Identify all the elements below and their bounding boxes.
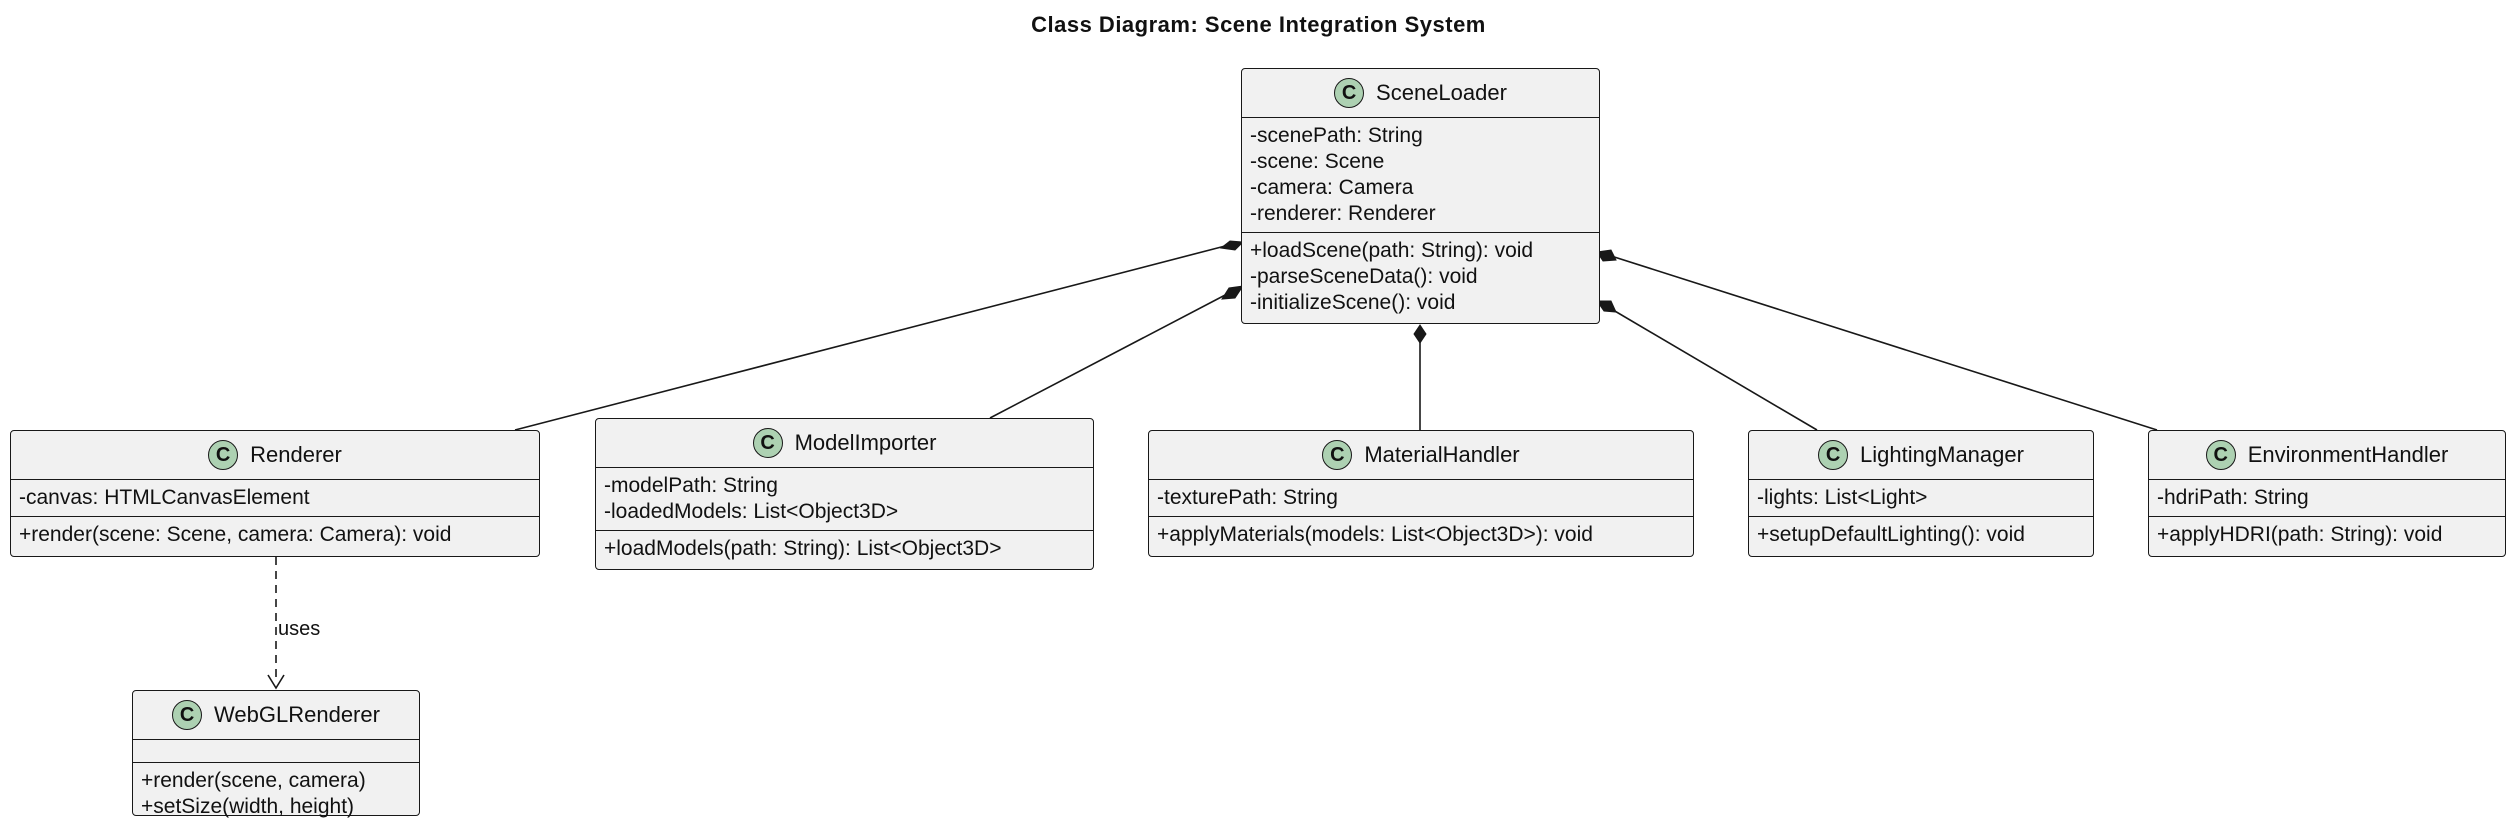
method: +applyHDRI(path: String): void	[2157, 523, 2443, 546]
class-name: SceneLoader	[1376, 80, 1507, 105]
relation-sceneloader-lightingmanager	[1607, 306, 1818, 431]
method: -initializeScene(): void	[1250, 291, 1456, 314]
field: -hdriPath: String	[2157, 486, 2309, 509]
class-header: C SceneLoader	[1242, 69, 1599, 118]
class-header: C MaterialHandler	[1149, 431, 1693, 480]
class-header: C ModelImporter	[596, 419, 1093, 468]
composition-diamond-materialhandler	[1413, 324, 1427, 344]
methods-section: +loadModels(path: String): List<Object3D…	[596, 531, 1093, 567]
fields-section: -hdriPath: String	[2149, 480, 2505, 517]
class-lightingmanager[interactable]: C LightingManager -lights: List<Light> +…	[1748, 430, 2094, 557]
composition-diamond-lightingmanager	[1596, 300, 1617, 313]
class-c-icon: C	[752, 428, 783, 458]
methods-section: +render(scene: Scene, camera: Camera): v…	[11, 517, 539, 553]
class-c-icon: C	[2205, 440, 2236, 470]
field: -camera: Camera	[1250, 176, 1414, 199]
method: -parseSceneData(): void	[1250, 265, 1478, 288]
class-header: C WebGLRenderer	[133, 691, 419, 740]
composition-diamond-modelimporter	[1221, 285, 1245, 300]
class-name: EnvironmentHandler	[2247, 442, 2449, 467]
diagram-title: Class Diagram: Scene Integration System	[1031, 12, 1486, 37]
class-materialhandler[interactable]: C MaterialHandler -texturePath: String +…	[1148, 430, 1694, 557]
method: +setSize(width, height)	[141, 795, 355, 818]
class-c-icon: C	[1818, 440, 1849, 470]
class-c-icon: C	[1334, 78, 1365, 108]
class-c-icon: C	[172, 700, 203, 730]
field: -texturePath: String	[1157, 486, 1338, 509]
field: -loadedModels: List<Object3D>	[604, 500, 899, 523]
field: -renderer: Renderer	[1250, 202, 1436, 225]
fields-section: -canvas: HTMLCanvasElement	[11, 480, 539, 517]
fields-section: -scenePath: String -scene: Scene -camera…	[1242, 118, 1599, 233]
class-header: C LightingManager	[1749, 431, 2093, 480]
methods-section: +loadScene(path: String): void -parseSce…	[1242, 233, 1599, 321]
field: -scene: Scene	[1250, 150, 1385, 173]
method: +applyMaterials(models: List<Object3D>):…	[1157, 523, 1593, 546]
class-name: WebGLRenderer	[214, 702, 380, 727]
relation-label-uses: uses	[278, 618, 321, 640]
method: +setupDefaultLighting(): void	[1757, 523, 2025, 546]
relation-sceneloader-modelimporter	[989, 292, 1230, 419]
field: -scenePath: String	[1250, 124, 1423, 147]
composition-diamond-environmenthandler	[1596, 249, 1617, 262]
method: +loadModels(path: String): List<Object3D…	[604, 537, 1002, 560]
class-sceneloader[interactable]: C SceneLoader -scenePath: String -scene:…	[1241, 68, 1600, 324]
dependency-arrowhead	[267, 674, 285, 690]
method: +render(scene, camera)	[141, 769, 366, 792]
methods-section: +render(scene, camera) +setSize(width, h…	[133, 763, 419, 825]
class-c-icon: C	[208, 440, 239, 470]
methods-section: +setupDefaultLighting(): void	[1749, 517, 2093, 553]
fields-section	[133, 740, 419, 763]
fields-section: -texturePath: String	[1149, 480, 1693, 517]
field: -canvas: HTMLCanvasElement	[19, 486, 310, 509]
methods-section: +applyHDRI(path: String): void	[2149, 517, 2505, 553]
class-header: C EnvironmentHandler	[2149, 431, 2505, 480]
class-webglrenderer[interactable]: C WebGLRenderer +render(scene, camera) +…	[132, 690, 420, 818]
class-environmenthandler[interactable]: C EnvironmentHandler -hdriPath: String +…	[2148, 430, 2506, 557]
field: -lights: List<Light>	[1757, 486, 1928, 509]
composition-diamond-renderer	[1219, 240, 1245, 251]
class-renderer[interactable]: C Renderer -canvas: HTMLCanvasElement +r…	[10, 430, 540, 557]
class-c-icon: C	[1322, 440, 1353, 470]
field: -modelPath: String	[604, 474, 778, 497]
class-name: ModelImporter	[794, 430, 937, 455]
method: +render(scene: Scene, camera: Camera): v…	[19, 523, 452, 546]
class-modelimporter[interactable]: C ModelImporter -modelPath: String -load…	[595, 418, 1094, 570]
relation-sceneloader-renderer	[514, 244, 1230, 431]
fields-section: -lights: List<Light>	[1749, 480, 2093, 517]
class-name: Renderer	[250, 442, 342, 467]
class-header: C Renderer	[11, 431, 539, 480]
class-name: MaterialHandler	[1364, 442, 1520, 467]
relation-sceneloader-environmenthandler	[1607, 254, 2158, 431]
methods-section: +applyMaterials(models: List<Object3D>):…	[1149, 517, 1693, 553]
fields-section: -modelPath: String -loadedModels: List<O…	[596, 468, 1093, 531]
method: +loadScene(path: String): void	[1250, 239, 1534, 262]
class-name: LightingManager	[1860, 442, 2024, 467]
